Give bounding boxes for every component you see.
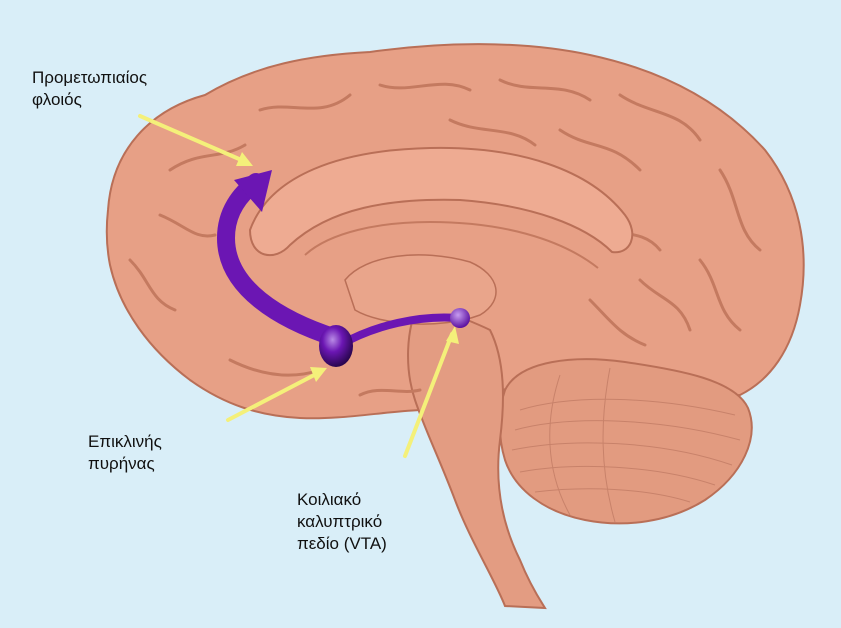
vta-line3: πεδίο (VTA) (297, 533, 387, 555)
cerebellum (500, 359, 752, 523)
nucleus-accumbens-node (319, 325, 353, 367)
nucleus-accumbens-label: Επικλινής πυρήνας (88, 431, 162, 475)
prefrontal-line1: Προμετωπιαίος (32, 67, 147, 89)
prefrontal-cortex-label: Προμετωπιαίος φλοιός (32, 67, 147, 111)
vta-label: Κοιλιακό καλυπτρικό πεδίο (VTA) (297, 489, 387, 555)
accumbens-line1: Επικλινής (88, 431, 162, 453)
thalamus (345, 255, 496, 324)
vta-node (450, 308, 470, 328)
accumbens-line2: πυρήνας (88, 453, 162, 475)
vta-line2: καλυπτρικό (297, 511, 387, 533)
prefrontal-line2: φλοιός (32, 89, 147, 111)
vta-line1: Κοιλιακό (297, 489, 387, 511)
